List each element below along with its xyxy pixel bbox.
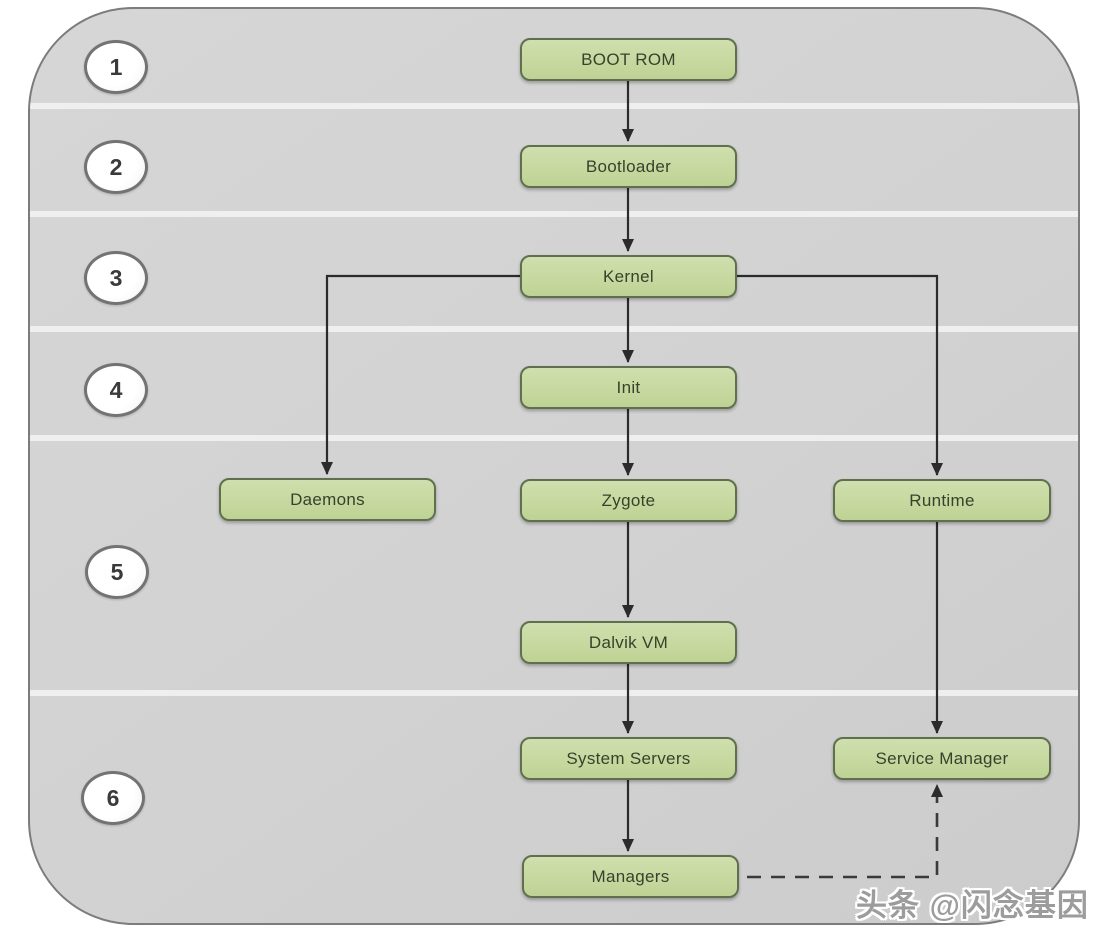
node-bootloader: Bootloader [520,145,737,188]
step-circle-5: 5 [85,545,149,599]
node-zygote: Zygote [520,479,737,522]
node-runtime: Runtime [833,479,1051,522]
stage-divider-5 [30,690,1078,696]
stage-divider-2 [30,211,1078,217]
step-circle-2: 2 [84,140,148,194]
node-service-manager: Service Manager [833,737,1051,780]
stage-divider-4 [30,435,1078,441]
stage-divider-1 [30,103,1078,109]
node-dalvik-vm: Dalvik VM [520,621,737,664]
node-daemons: Daemons [219,478,436,521]
step-number: 1 [109,53,123,80]
stage-divider-3 [30,326,1078,332]
step-number: 4 [109,376,123,403]
node-init: Init [520,366,737,409]
step-circle-4: 4 [84,363,148,417]
step-number: 2 [109,153,123,180]
step-circle-6: 6 [81,771,145,825]
node-kernel: Kernel [520,255,737,298]
node-managers: Managers [522,855,739,898]
node-system-servers: System Servers [520,737,737,780]
step-number: 5 [110,558,124,585]
step-circle-3: 3 [84,251,148,305]
step-number: 3 [109,264,123,291]
node-boot-rom: BOOT ROM [520,38,737,81]
step-circle-1: 1 [84,40,148,94]
step-number: 6 [106,784,120,811]
watermark-text: 头条 @闪念基因 [856,888,1089,923]
